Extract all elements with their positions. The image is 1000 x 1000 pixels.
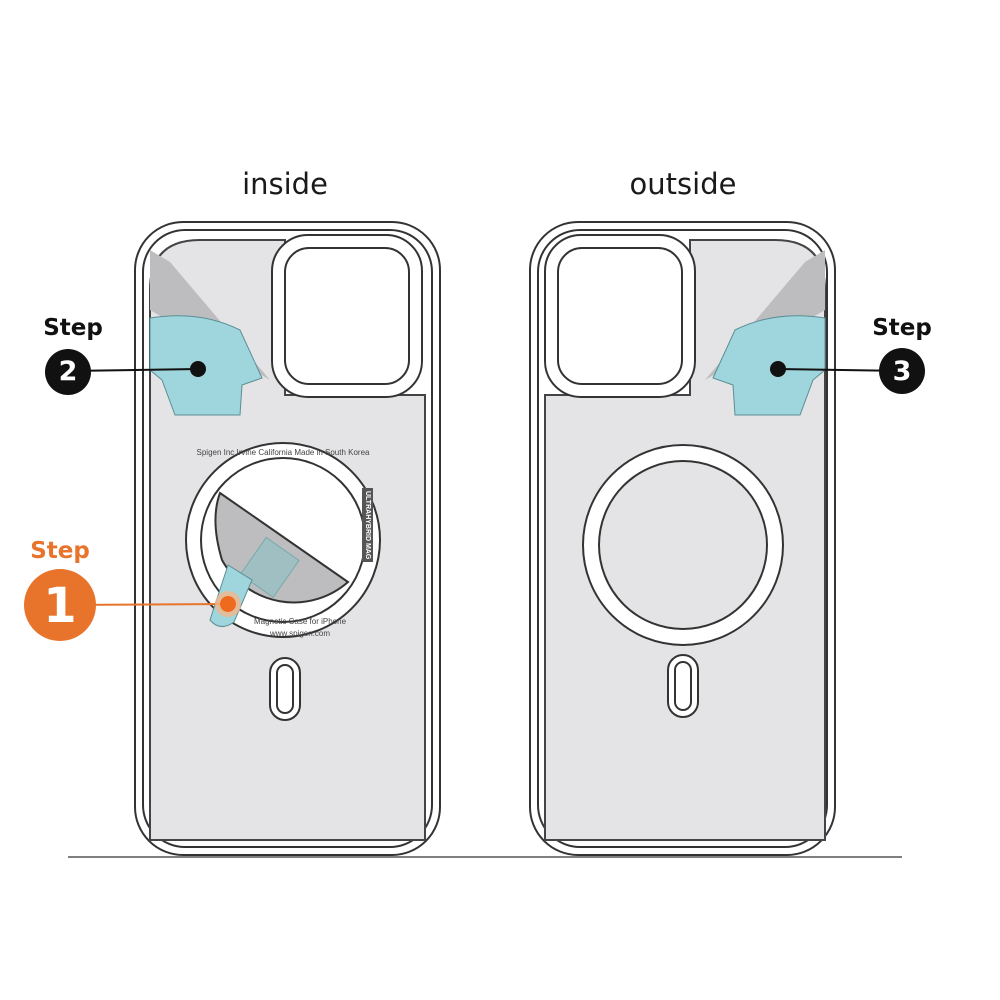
ring-badge: ULTRAHYBRID MAG: [362, 488, 373, 563]
inside-case: [134, 221, 441, 856]
ring-bottom-text: Magnetic Case for iPhone: [253, 617, 347, 626]
step-3-callout: [770, 348, 925, 394]
step-1-callout: [24, 569, 241, 641]
step-2-number: 2: [58, 356, 78, 387]
outside-case: [529, 221, 836, 856]
step-2-label: Step: [43, 315, 103, 341]
ring-url: www.spigen.com: [269, 629, 331, 638]
step-3-label: Step: [872, 315, 932, 341]
step-1-badge: [24, 569, 96, 641]
step-1-label: Step: [30, 538, 90, 564]
step-2-point: [190, 361, 206, 377]
step-1-number: 1: [43, 578, 77, 634]
step-3-point: [770, 361, 786, 377]
outside-title: outside: [629, 167, 737, 201]
inside-title: inside: [242, 167, 328, 201]
step-2-badge: [45, 349, 91, 395]
ring-top-text: Spigen Inc Irvine California Made in Sou…: [196, 448, 370, 457]
step-1-point: [220, 596, 236, 612]
step-2-callout: [45, 349, 206, 395]
step-3-number: 3: [892, 356, 912, 387]
step-3-badge: [879, 348, 925, 394]
